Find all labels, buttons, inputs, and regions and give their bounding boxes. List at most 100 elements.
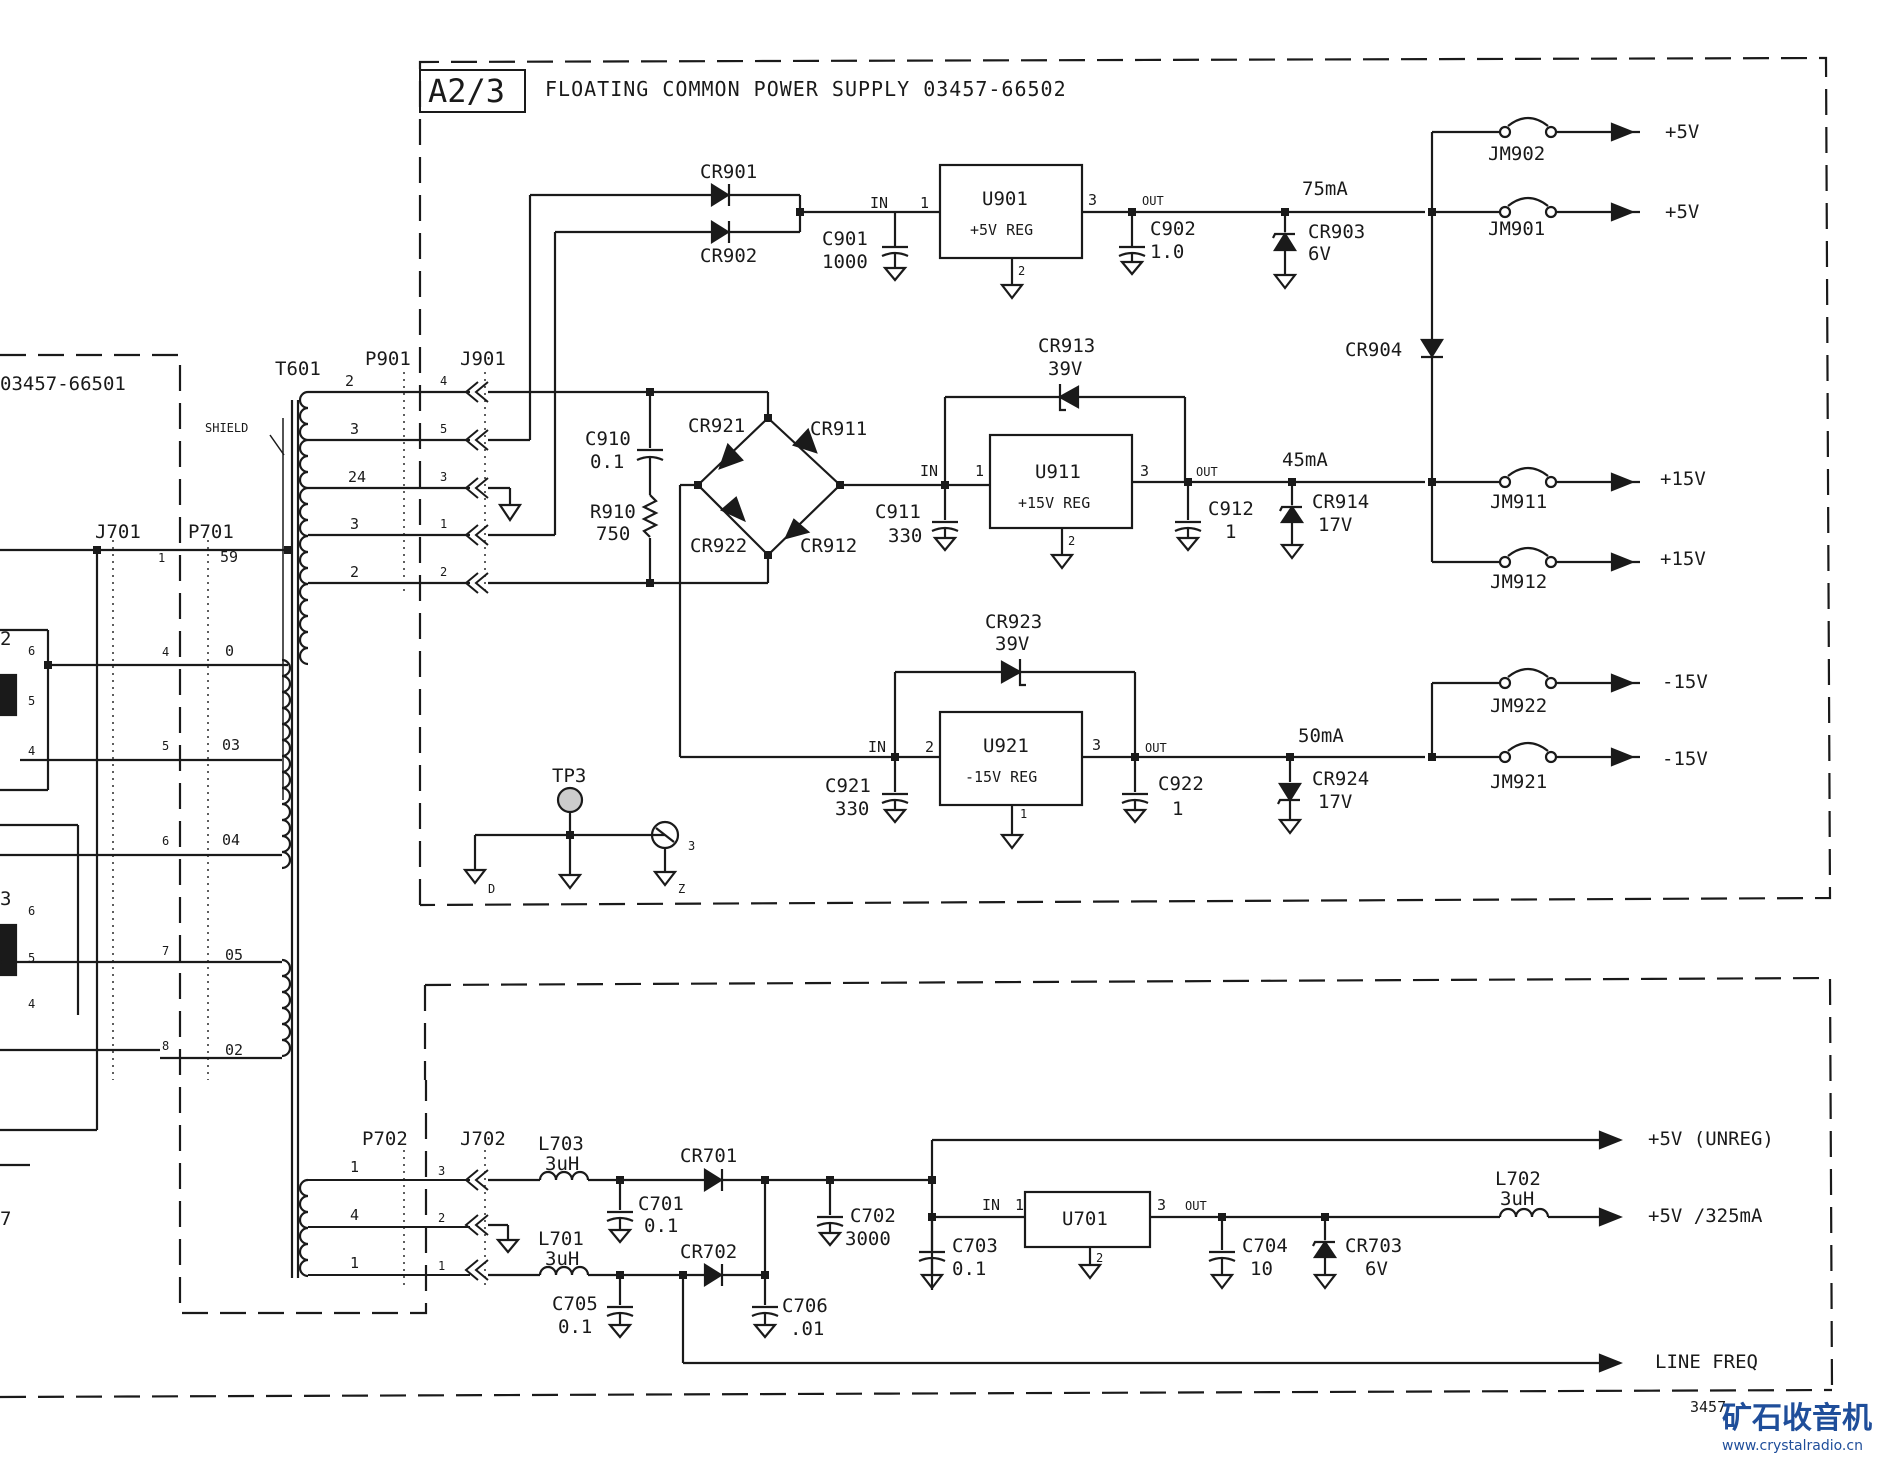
c901-label: C901 xyxy=(822,228,868,250)
connector-p901-j901 xyxy=(112,372,486,1290)
wire-code: 02 xyxy=(225,1041,243,1059)
pin-number: 5 xyxy=(440,422,447,436)
t601-label: T601 xyxy=(275,358,321,380)
cr902-diode xyxy=(710,220,800,244)
current-m15v: 50mA xyxy=(1298,725,1344,747)
pin-number: 3 xyxy=(1088,191,1097,209)
output-p15v-b: +15V xyxy=(1660,548,1706,570)
jm912-label: JM912 xyxy=(1490,571,1547,593)
l702-label: L702 xyxy=(1495,1168,1541,1190)
l702-value: 3uH xyxy=(1500,1188,1534,1210)
jm911-label: JM911 xyxy=(1490,491,1547,513)
cr911-label: CR911 xyxy=(810,418,867,440)
pin-out: OUT xyxy=(1145,741,1167,755)
pin-in: IN xyxy=(870,194,888,212)
ground-z-label: Z xyxy=(678,882,685,896)
cr901-diode xyxy=(710,183,800,207)
c911-value: 330 xyxy=(888,525,922,547)
junction-dots xyxy=(44,208,1436,1279)
c706-capacitor xyxy=(751,1275,779,1339)
jm902-label: JM902 xyxy=(1488,143,1545,165)
l701-value: 3uH xyxy=(545,1248,579,1270)
c911-capacitor xyxy=(931,485,959,552)
c702-capacitor xyxy=(816,1180,844,1247)
c922-value: 1 xyxy=(1172,798,1183,820)
u921-regulator xyxy=(938,710,1084,807)
r910-label: R910 xyxy=(590,501,636,523)
c910-label: C910 xyxy=(585,428,631,450)
output-linefreq: LINE FREQ xyxy=(1655,1351,1758,1373)
c921-value: 330 xyxy=(835,798,869,820)
output-p15v-a: +15V xyxy=(1660,468,1706,490)
j701-label: J701 xyxy=(95,521,141,543)
c902-label: C902 xyxy=(1150,218,1196,240)
c701-value: 0.1 xyxy=(644,1215,678,1237)
wire-code: 0 xyxy=(225,642,234,660)
wire-code: 3 xyxy=(350,515,359,533)
cr924-label: CR924 xyxy=(1312,768,1369,790)
pin-number: 1 xyxy=(1015,1196,1024,1214)
wire-code: 05 xyxy=(225,946,243,964)
jm901-label: JM901 xyxy=(1488,218,1545,240)
pin-number: 1 xyxy=(920,194,929,212)
cr702-diode xyxy=(703,1263,765,1287)
pin-number: 1 xyxy=(158,551,165,565)
watermark-logo: 矿石收音机 xyxy=(1722,1401,1872,1436)
j901-wiring xyxy=(488,193,770,585)
pin-number: 2 xyxy=(440,565,447,579)
c922-capacitor xyxy=(1121,757,1149,824)
ground-u701 xyxy=(1077,1263,1103,1280)
c912-value: 1 xyxy=(1225,521,1236,543)
cr904-diode xyxy=(1420,338,1444,359)
j701-wiring xyxy=(0,548,288,1167)
u901-desc: +5V REG xyxy=(970,221,1033,239)
pin-number: 5 xyxy=(28,694,35,708)
ground-u901 xyxy=(999,283,1025,300)
cr923-value: 39V xyxy=(995,633,1029,655)
jm922-label: JM922 xyxy=(1490,695,1547,717)
cr923-zener xyxy=(893,659,1137,757)
pin-number: 4 xyxy=(440,374,447,388)
c706-value: .01 xyxy=(790,1318,824,1340)
left-ref: 2 xyxy=(0,628,11,650)
cr703-zener xyxy=(1312,1217,1338,1290)
drawing-number: 3457 xyxy=(1690,1398,1726,1416)
cr701-label: CR701 xyxy=(680,1145,737,1167)
jumpers-5v xyxy=(1432,116,1640,222)
jumpers-m15v xyxy=(1430,667,1640,767)
wire-code: 1 xyxy=(350,1158,359,1176)
pin-number: 1 xyxy=(438,1259,445,1273)
output-unreg: +5V (UNREG) xyxy=(1648,1128,1774,1150)
u701-label: U701 xyxy=(1062,1208,1108,1230)
wire-code: 3 xyxy=(350,420,359,438)
board-id: A2/3 xyxy=(428,72,505,110)
p901-label: P901 xyxy=(365,348,411,370)
c705-value: 0.1 xyxy=(558,1316,592,1338)
cr914-label: CR914 xyxy=(1312,491,1369,513)
wire-code: 1 xyxy=(350,1254,359,1272)
cr921-label: CR921 xyxy=(688,415,745,437)
left-board-border xyxy=(0,353,428,1315)
bridge-rectifier xyxy=(696,416,842,557)
cr922-label: CR922 xyxy=(690,535,747,557)
c902-capacitor xyxy=(1118,212,1146,276)
cr703-value: 6V xyxy=(1365,1258,1388,1280)
ground-u921 xyxy=(999,833,1025,850)
cr903-label: CR903 xyxy=(1308,221,1365,243)
output-reg325: +5V /325mA xyxy=(1648,1205,1763,1227)
pin-number: 7 xyxy=(162,944,169,958)
left-ref: 3 xyxy=(0,888,11,910)
pin-number: 5 xyxy=(28,951,35,965)
jumpers-15v xyxy=(1432,466,1640,572)
wire-code: 24 xyxy=(348,468,366,486)
c705-label: C705 xyxy=(552,1293,598,1315)
u921-desc: -15V REG xyxy=(965,768,1037,786)
cr903-value: 6V xyxy=(1308,243,1331,265)
tp3-label: TP3 xyxy=(552,765,586,787)
board-bottom-border xyxy=(0,976,1834,1399)
left-ref: 7 xyxy=(0,1208,11,1230)
c912-capacitor xyxy=(1174,482,1202,552)
cr904-label: CR904 xyxy=(1345,339,1402,361)
pin-number: 4 xyxy=(162,645,169,659)
